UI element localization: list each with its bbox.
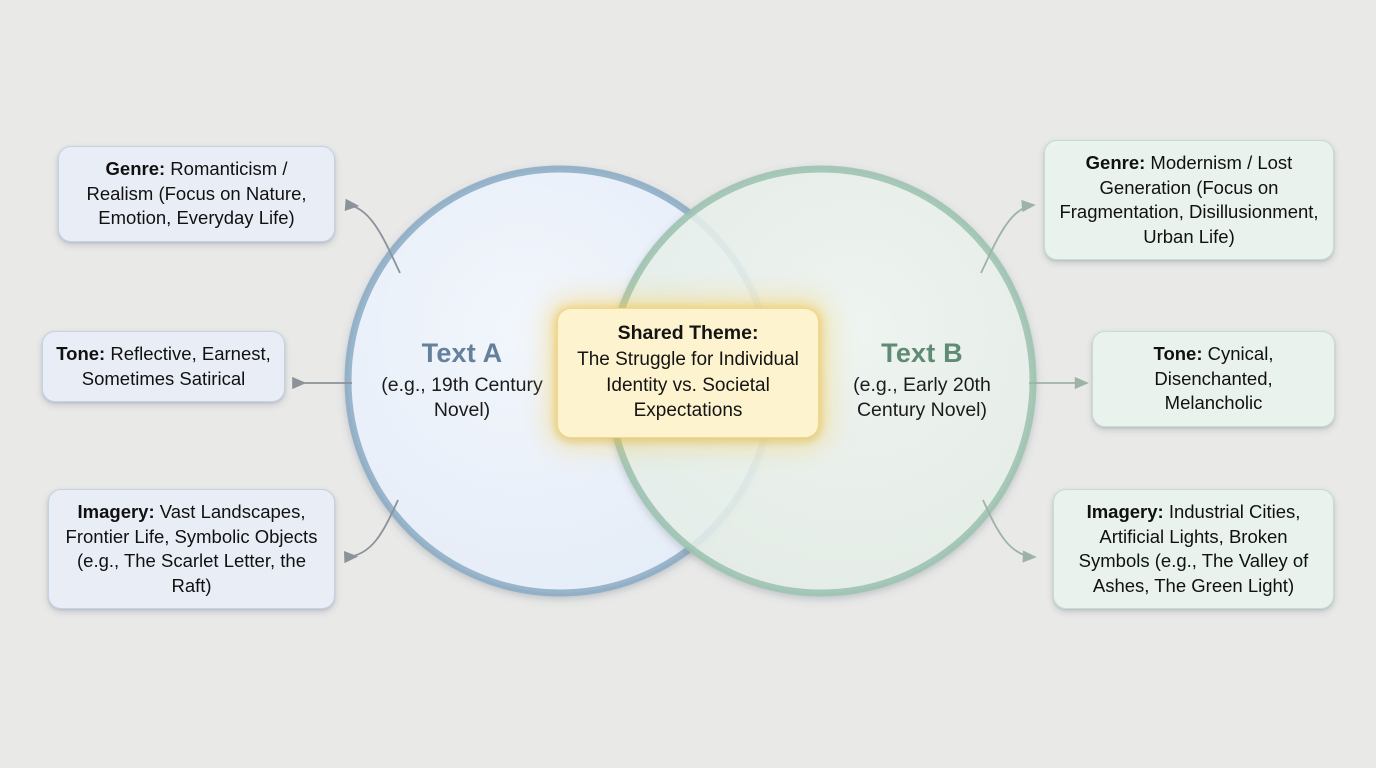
note-text-a-tone: Tone: Reflective, Earnest, Sometimes Sat…: [42, 331, 285, 403]
circle-label-text-b: Text B (e.g., Early 20th Century Novel): [828, 336, 1016, 422]
note-text-a-genre: Genre: Romanticism / Realism (Focus on N…: [58, 146, 335, 242]
circle-b-subtitle: (e.g., Early 20th Century Novel): [853, 373, 991, 421]
note-label: Tone:: [1153, 343, 1203, 364]
circle-a-title: Text A: [421, 338, 503, 368]
connector-b-genre: [980, 199, 1036, 274]
shared-theme-label: Shared Theme:: [617, 322, 759, 344]
circle-b-title: Text B: [881, 338, 963, 368]
note-text: Modernism / Lost Generation (Focus on Fr…: [1059, 152, 1319, 247]
note-label: Tone:: [56, 343, 106, 364]
note-label: Genre:: [1085, 152, 1146, 173]
connector-a-imagery: [343, 499, 399, 564]
note-label: Imagery:: [77, 501, 155, 522]
connector-b-imagery: [982, 499, 1037, 563]
note-label: Imagery:: [1086, 501, 1164, 522]
circle-label-text-a: Text A (e.g., 19th Century Novel): [368, 336, 556, 422]
circle-a-subtitle: (e.g., 19th Century Novel): [381, 373, 543, 421]
note-text: Industrial Cities, Artificial Lights, Br…: [1078, 501, 1309, 596]
shared-theme-box: Shared Theme: The Struggle for Individual…: [557, 308, 819, 439]
note-text: Reflective, Earnest, Sometimes Satirical: [81, 343, 271, 389]
note-text: Romanticism / Realism (Focus on Nature, …: [86, 158, 307, 229]
note-text-a-imagery: Imagery: Vast Landscapes, Frontier Life,…: [48, 489, 335, 610]
note-text: Cynical, Disenchanted, Melancholic: [1154, 343, 1274, 414]
note-text-b-imagery: Imagery: Industrial Cities, Artificial L…: [1053, 489, 1334, 610]
connector-a-genre: [344, 198, 401, 274]
shared-theme-text: The Struggle for Individual Identity vs.…: [577, 349, 799, 422]
note-text: Vast Landscapes, Frontier Life, Symbolic…: [65, 501, 318, 596]
note-label: Genre:: [105, 158, 166, 179]
note-text-b-tone: Tone: Cynical, Disenchanted, Melancholic: [1092, 331, 1335, 427]
note-text-b-genre: Genre: Modernism / Lost Generation (Focu…: [1044, 140, 1334, 261]
